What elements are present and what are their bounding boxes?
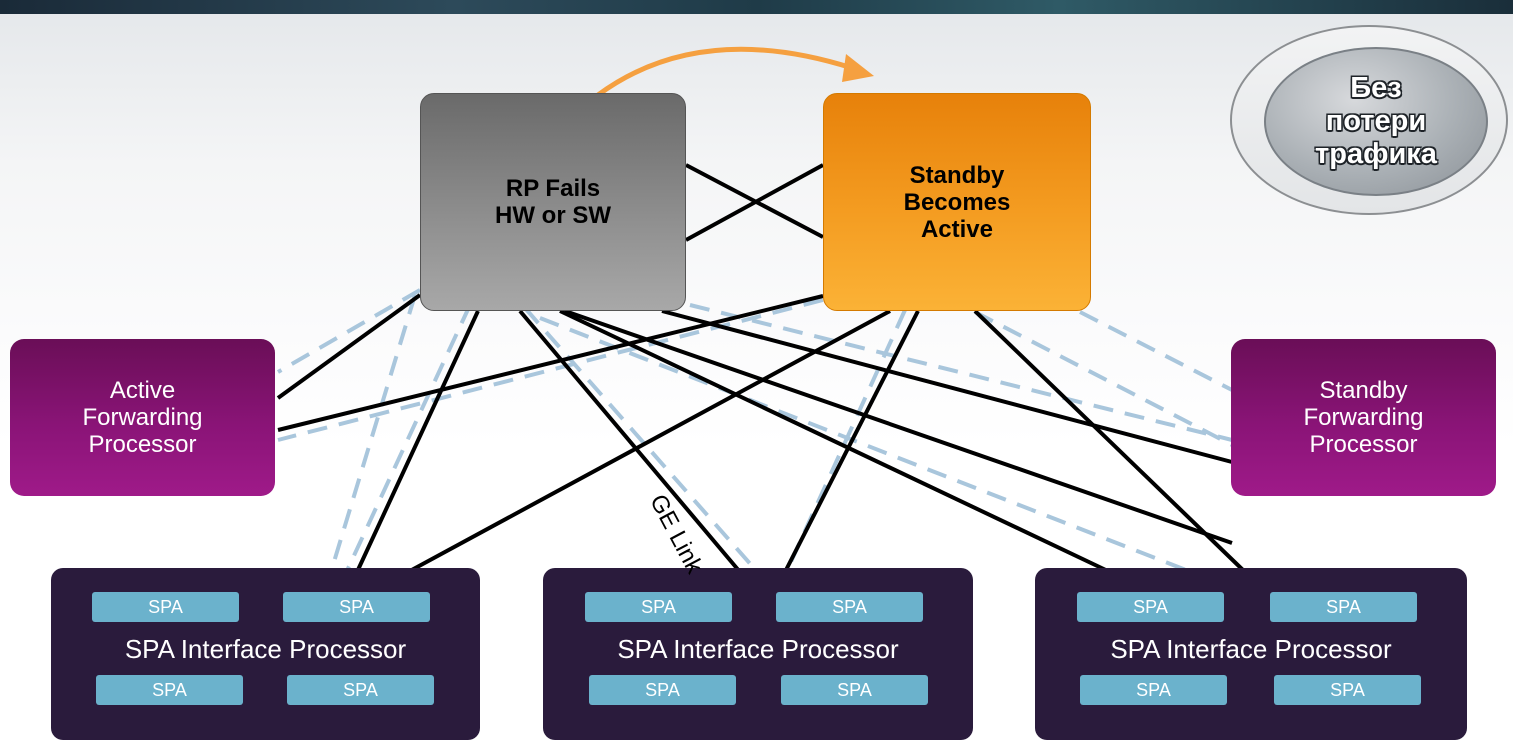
spa-interface-processor: SPA SPA SPA Interface Processor SPA SPA (543, 568, 973, 740)
active-link (277, 294, 824, 432)
active-link (661, 309, 1233, 464)
spa-row-bottom: SPA SPA (1035, 675, 1467, 705)
spa-module: SPA (1077, 592, 1224, 622)
spa-module: SPA (92, 592, 239, 622)
spa-module: SPA (1270, 592, 1417, 622)
active-link (559, 309, 1111, 574)
standby-forwarding-processor: Standby Forwarding Processor (1231, 339, 1496, 496)
rp-failed-line1: RP Fails (505, 175, 601, 202)
active-link (407, 309, 891, 574)
active-link (685, 163, 824, 242)
rp-failed-line2: HW or SW (495, 202, 611, 229)
badge-line3: трафика (1315, 138, 1437, 170)
sip-label: SPA Interface Processor (617, 634, 899, 664)
fp-standby-line3: Processor (1309, 431, 1418, 458)
fp-active-line1: Active (109, 377, 176, 404)
badge-line2: потери (1325, 105, 1427, 137)
spa-module: SPA (96, 675, 243, 705)
spa-module: SPA (1080, 675, 1227, 705)
spa-row-top: SPA SPA (51, 592, 480, 622)
active-link (518, 309, 742, 574)
standby-link (276, 288, 422, 374)
active-forwarding-processor: Active Forwarding Processor (10, 339, 275, 496)
spa-module: SPA (781, 675, 928, 705)
active-link (355, 310, 480, 573)
spa-row-bottom: SPA SPA (543, 675, 973, 705)
standby-link (343, 304, 472, 576)
spa-module: SPA (1274, 675, 1421, 705)
active-link (973, 309, 1247, 574)
spa-module: SPA (589, 675, 736, 705)
failover-arrow (596, 46, 853, 98)
rp-standby-line2: Becomes (903, 188, 1011, 216)
standby-link (328, 294, 417, 576)
fp-standby-line1: Standby (1319, 377, 1408, 404)
badge-line1: Без (1350, 72, 1402, 104)
header-band (0, 0, 1513, 14)
spa-module: SPA (585, 592, 732, 622)
spa-row-top: SPA SPA (543, 592, 973, 622)
standby-link (689, 303, 1233, 442)
fp-active-line3: Processor (88, 431, 197, 458)
active-links (276, 163, 1247, 574)
rp-standby-line1: Standby (909, 161, 1005, 189)
failover-arrowhead (842, 54, 874, 82)
badge-text: Без потери трафика (1276, 72, 1476, 171)
spa-module: SPA (287, 675, 434, 705)
standby-link (1079, 310, 1233, 392)
spa-module: SPA (283, 592, 430, 622)
active-link (276, 293, 422, 400)
spa-row-bottom: SPA SPA (51, 675, 480, 705)
standby-route-processor: Standby Becomes Active (823, 93, 1091, 311)
spa-interface-processor: SPA SPA SPA Interface Processor SPA SPA (1035, 568, 1467, 740)
spa-row-top: SPA SPA (1035, 592, 1467, 622)
rp-standby-line3: Active (920, 215, 994, 243)
sip-label: SPA Interface Processor (1110, 634, 1392, 664)
spa-interface-processor: SPA SPA SPA Interface Processor SPA SPA (51, 568, 480, 740)
standby-link (539, 316, 1233, 590)
active-link (564, 309, 1233, 545)
sip-label: SPA Interface Processor (124, 634, 407, 664)
standby-link (974, 310, 1233, 447)
spa-module: SPA (776, 592, 923, 622)
standby-link (523, 306, 762, 577)
active-link (783, 310, 920, 573)
failed-route-processor: RP Fails HW or SW (420, 93, 686, 311)
no-traffic-loss-badge: Без потери трафика (1264, 47, 1488, 196)
fp-standby-line2: Forwarding (1303, 404, 1424, 431)
fp-active-line2: Forwarding (82, 404, 203, 431)
